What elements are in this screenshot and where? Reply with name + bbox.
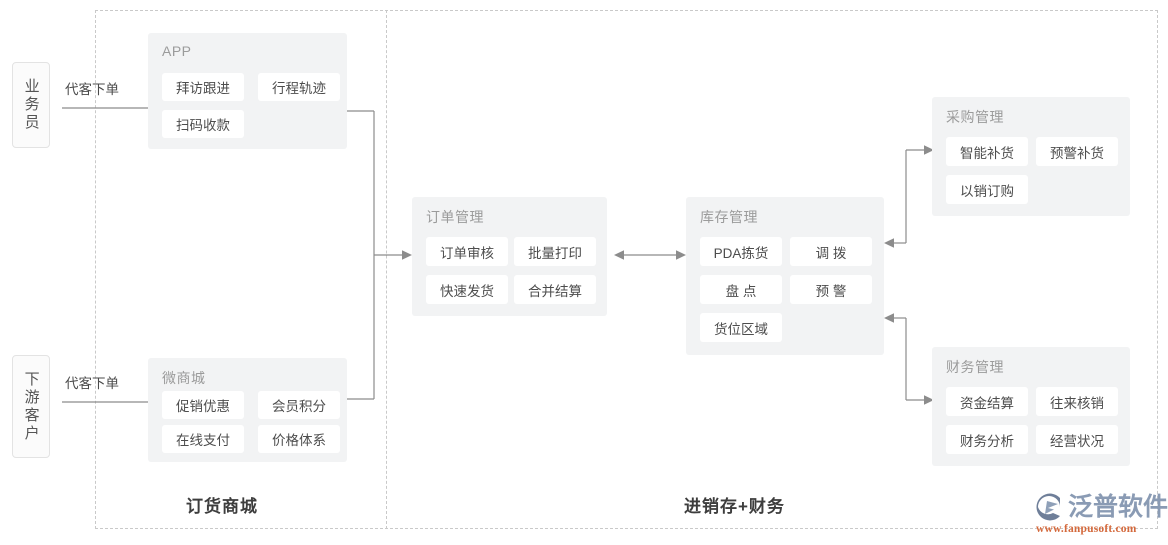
- chip-finance-analysis[interactable]: 财务分析: [946, 425, 1028, 454]
- chip-order-fast-shipping[interactable]: 快速发货: [426, 275, 508, 304]
- chip-inventory-alert[interactable]: 预 警: [790, 275, 872, 304]
- chip-purchase-alert-replenishment[interactable]: 预警补货: [1036, 137, 1118, 166]
- panel-title-order-management: 订单管理: [426, 209, 484, 225]
- brand-logo: 泛普软件 www.fanpusoft.com: [1034, 492, 1168, 535]
- chip-inventory-pda-picking[interactable]: PDA拣货: [700, 237, 782, 266]
- chip-finance-receivable-writeoff[interactable]: 往来核销: [1036, 387, 1118, 416]
- zone-caption-erp-finance: 进销存+财务: [684, 497, 785, 516]
- actor-box-salesperson[interactable]: 业务员: [12, 62, 50, 148]
- panel-title-app: APP: [162, 43, 192, 59]
- chip-order-batch-print[interactable]: 批量打印: [514, 237, 596, 266]
- chip-inventory-stocktaking[interactable]: 盘 点: [700, 275, 782, 304]
- brand-name: 泛普软件: [1068, 492, 1168, 521]
- chip-order-review[interactable]: 订单审核: [426, 237, 508, 266]
- actor-label-downstream-customer: 下游客户: [22, 370, 40, 443]
- chip-app-visit-follow-up[interactable]: 拜访跟进: [162, 73, 244, 101]
- brand-url: www.fanpusoft.com: [1036, 523, 1137, 535]
- chip-mall-price-system[interactable]: 价格体系: [258, 425, 340, 453]
- fanpu-swoosh-icon: [1034, 492, 1064, 522]
- chip-order-merge-settlement[interactable]: 合并结算: [514, 275, 596, 304]
- panel-micro-mall: 微商城 促销优惠 会员积分 在线支付 价格体系: [148, 358, 347, 462]
- edge-label-order-on-behalf-top: 代客下单: [65, 82, 119, 97]
- panel-inventory-management: 库存管理 PDA拣货 调 拨 盘 点 预 警 货位区域: [686, 197, 884, 355]
- zone-caption-ordering-mall: 订货商城: [186, 497, 258, 516]
- chip-purchase-sales-based-ordering[interactable]: 以销订购: [946, 175, 1028, 204]
- panel-title-inventory-management: 库存管理: [700, 209, 758, 225]
- chip-inventory-transfer[interactable]: 调 拨: [790, 237, 872, 266]
- actor-label-salesperson: 业务员: [22, 78, 40, 132]
- chip-mall-promotion[interactable]: 促销优惠: [162, 391, 244, 419]
- chip-mall-online-payment[interactable]: 在线支付: [162, 425, 244, 453]
- chip-app-scan-payment[interactable]: 扫码收款: [162, 110, 244, 138]
- panel-title-micro-mall: 微商城: [162, 370, 206, 386]
- chip-mall-member-points[interactable]: 会员积分: [258, 391, 340, 419]
- zone-divider: [386, 10, 387, 529]
- chip-inventory-location-zone[interactable]: 货位区域: [700, 313, 782, 342]
- actor-box-downstream-customer[interactable]: 下游客户: [12, 355, 50, 458]
- panel-purchase-management: 采购管理 智能补货 预警补货 以销订购: [932, 97, 1130, 216]
- chip-finance-operating-status[interactable]: 经营状况: [1036, 425, 1118, 454]
- chip-purchase-smart-replenishment[interactable]: 智能补货: [946, 137, 1028, 166]
- chip-finance-fund-settlement[interactable]: 资金结算: [946, 387, 1028, 416]
- panel-title-purchase-management: 采购管理: [946, 109, 1004, 125]
- edge-label-order-on-behalf-bottom: 代客下单: [65, 376, 119, 391]
- panel-title-finance-management: 财务管理: [946, 359, 1004, 375]
- outer-dashed-region: [95, 10, 1158, 529]
- panel-finance-management: 财务管理 资金结算 往来核销 财务分析 经营状况: [932, 347, 1130, 466]
- panel-order-management: 订单管理 订单审核 批量打印 快速发货 合并结算: [412, 197, 607, 316]
- panel-app: APP 拜访跟进 行程轨迹 扫码收款: [148, 33, 347, 149]
- chip-app-trip-track[interactable]: 行程轨迹: [258, 73, 340, 101]
